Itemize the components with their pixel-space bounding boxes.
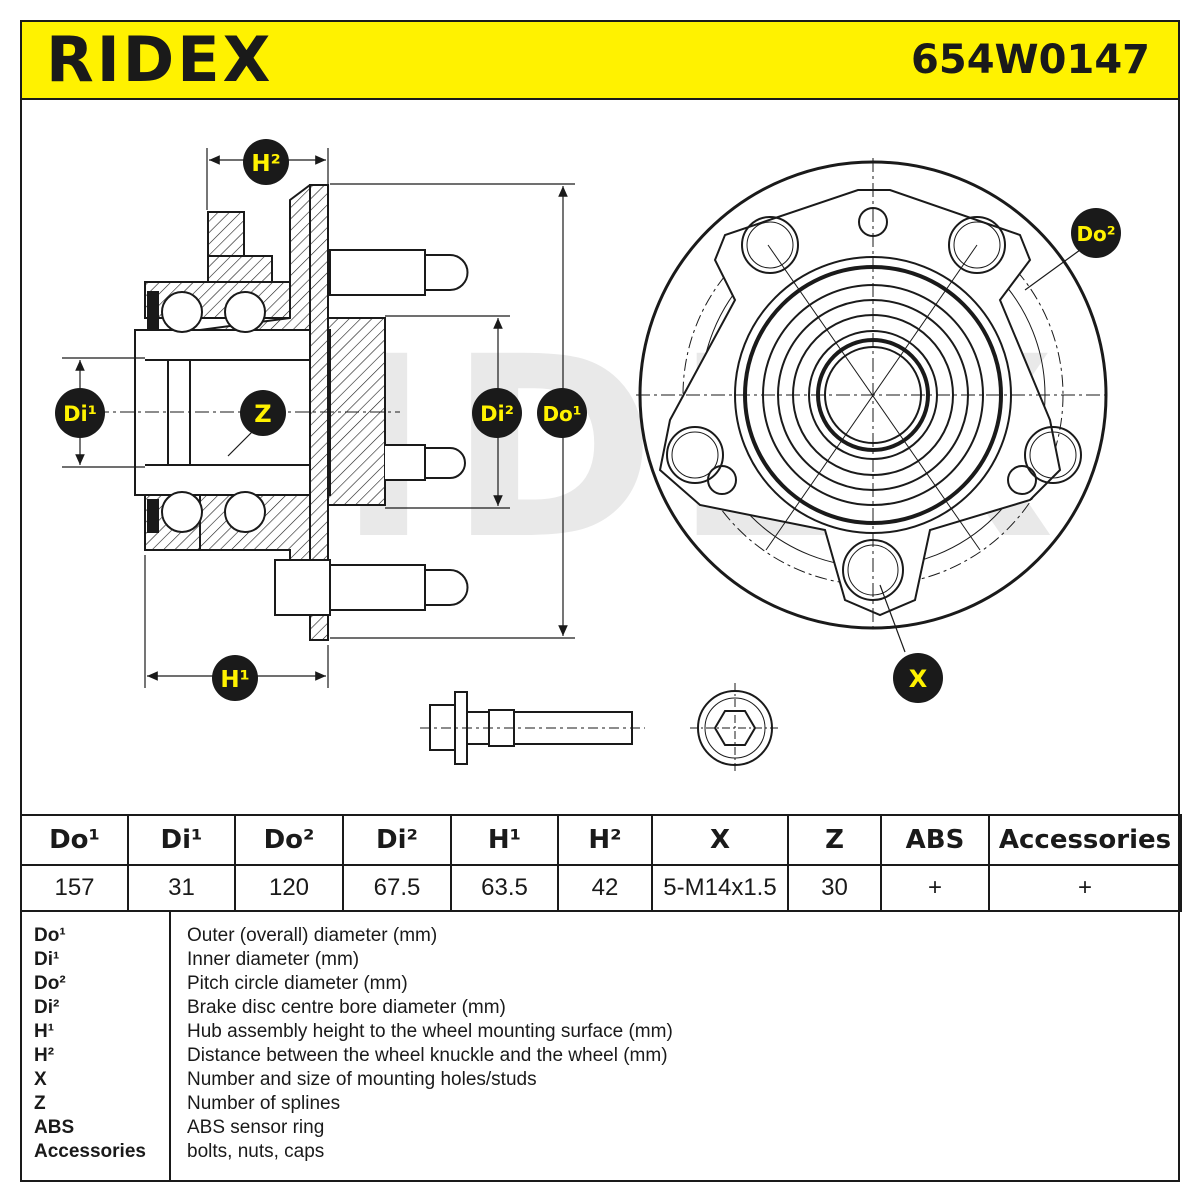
svg-text:Di¹: Di¹	[63, 402, 97, 426]
ball-lower-2	[224, 491, 266, 533]
legend-item: Do² Pitch circle diameter (mm)	[22, 972, 1178, 996]
legend-key: X	[34, 1069, 47, 1090]
stud-top	[329, 249, 469, 296]
legend-item: Do¹ Outer (overall) diameter (mm)	[22, 924, 1178, 948]
callout-di1: Di¹	[55, 388, 105, 438]
hole-left	[666, 426, 724, 484]
header-accessories: Accessories	[988, 814, 1182, 866]
header-z: Z	[787, 814, 882, 866]
legend-key: Di¹	[34, 949, 60, 970]
dimension-lines	[62, 148, 575, 688]
legend-key: Z	[34, 1093, 46, 1114]
hub-section-view	[70, 184, 469, 641]
svg-text:Z: Z	[254, 400, 271, 428]
stud-bottom	[274, 559, 469, 616]
hub-front-view	[636, 158, 1110, 653]
spec-header-row: Do¹ Di¹ Do² Di² H¹ H² X Z ABS Accessorie…	[20, 814, 1182, 866]
legend-desc: Number and size of mounting holes/studs	[187, 1069, 537, 1090]
legend-desc: Brake disc centre bore diameter (mm)	[187, 997, 506, 1018]
legend-item: X Number and size of mounting holes/stud…	[22, 1068, 1178, 1092]
legend-key: ABS	[34, 1117, 75, 1138]
legend-item: Di² Brake disc centre bore diameter (mm)	[22, 996, 1178, 1020]
ridex-logo: RIDEX	[46, 23, 274, 96]
hole-top-left	[741, 216, 799, 274]
value-do1: 157	[20, 864, 129, 912]
stud-middle	[385, 444, 466, 481]
part-number: 654W0147	[911, 37, 1150, 83]
callout-do1: Do¹	[537, 388, 587, 438]
ball-lower-1	[161, 491, 203, 533]
legend-key: H²	[34, 1045, 55, 1066]
hole-top-right	[948, 216, 1006, 274]
svg-text:X: X	[909, 665, 928, 693]
header-h1: H¹	[450, 814, 559, 866]
spec-table: Do¹ Di¹ Do² Di² H¹ H² X Z ABS Accessorie…	[20, 814, 1182, 912]
header-di1: Di¹	[127, 814, 236, 866]
legend-item: H¹ Hub assembly height to the wheel moun…	[22, 1020, 1178, 1044]
legend-key: Do¹	[34, 925, 66, 946]
legend-desc: ABS sensor ring	[187, 1117, 325, 1138]
legend-key: H¹	[34, 1021, 55, 1042]
header-h2: H²	[557, 814, 653, 866]
header-x: X	[651, 814, 789, 866]
callout-z: Z	[240, 390, 286, 436]
value-abs: +	[880, 864, 990, 912]
header-do2: Do²	[234, 814, 344, 866]
hole-right	[1024, 426, 1082, 484]
legend: Do¹ Outer (overall) diameter (mm) Di¹ In…	[20, 910, 1180, 1182]
svg-text:H¹: H¹	[220, 667, 249, 693]
legend-desc: Distance between the wheel knuckle and t…	[187, 1045, 668, 1066]
callout-h2: H²	[243, 139, 289, 185]
svg-text:Do¹: Do¹	[542, 402, 581, 426]
svg-text:H²: H²	[251, 151, 280, 177]
ball-upper-2	[224, 291, 266, 333]
value-z: 30	[787, 864, 882, 912]
legend-desc: bolts, nuts, caps	[187, 1141, 325, 1162]
header-do1: Do¹	[20, 814, 129, 866]
legend-divider	[169, 910, 171, 1180]
header-bar: RIDEX 654W0147	[20, 20, 1180, 100]
ball-upper-1	[161, 291, 203, 333]
legend-item: Z Number of splines	[22, 1092, 1178, 1116]
legend-item: ABS ABS sensor ring	[22, 1116, 1178, 1140]
legend-desc: Pitch circle diameter (mm)	[187, 973, 408, 994]
legend-desc: Outer (overall) diameter (mm)	[187, 925, 438, 946]
legend-key: Do²	[34, 973, 66, 994]
legend-desc: Inner diameter (mm)	[187, 949, 360, 970]
callout-di2: Di²	[472, 388, 522, 438]
header-abs: ABS	[880, 814, 990, 866]
bolt-accessory	[420, 683, 780, 773]
header-di2: Di²	[342, 814, 452, 866]
callout-h1: H¹	[212, 655, 258, 701]
value-h1: 63.5	[450, 864, 559, 912]
spec-value-row: 157 31 120 67.5 63.5 42 5-M14x1.5 30 + +	[20, 864, 1182, 912]
legend-item: H² Distance between the wheel knuckle an…	[22, 1044, 1178, 1068]
legend-key: Accessories	[34, 1141, 146, 1162]
svg-text:Di²: Di²	[480, 402, 514, 426]
legend-desc: Hub assembly height to the wheel mountin…	[187, 1021, 673, 1042]
flange-outline	[658, 189, 1062, 617]
value-di2: 67.5	[342, 864, 452, 912]
svg-text:Do²: Do²	[1076, 222, 1115, 246]
value-do2: 120	[234, 864, 344, 912]
value-h2: 42	[557, 864, 653, 912]
callout-x: X	[893, 653, 943, 703]
value-di1: 31	[127, 864, 236, 912]
callout-do2: Do²	[1071, 208, 1121, 258]
value-accessories: +	[988, 864, 1182, 912]
legend-item: Di¹ Inner diameter (mm)	[22, 948, 1178, 972]
legend-item: Accessories bolts, nuts, caps	[22, 1140, 1178, 1164]
legend-key: Di²	[34, 997, 60, 1018]
value-x: 5-M14x1.5	[651, 864, 789, 912]
legend-desc: Number of splines	[187, 1093, 341, 1114]
